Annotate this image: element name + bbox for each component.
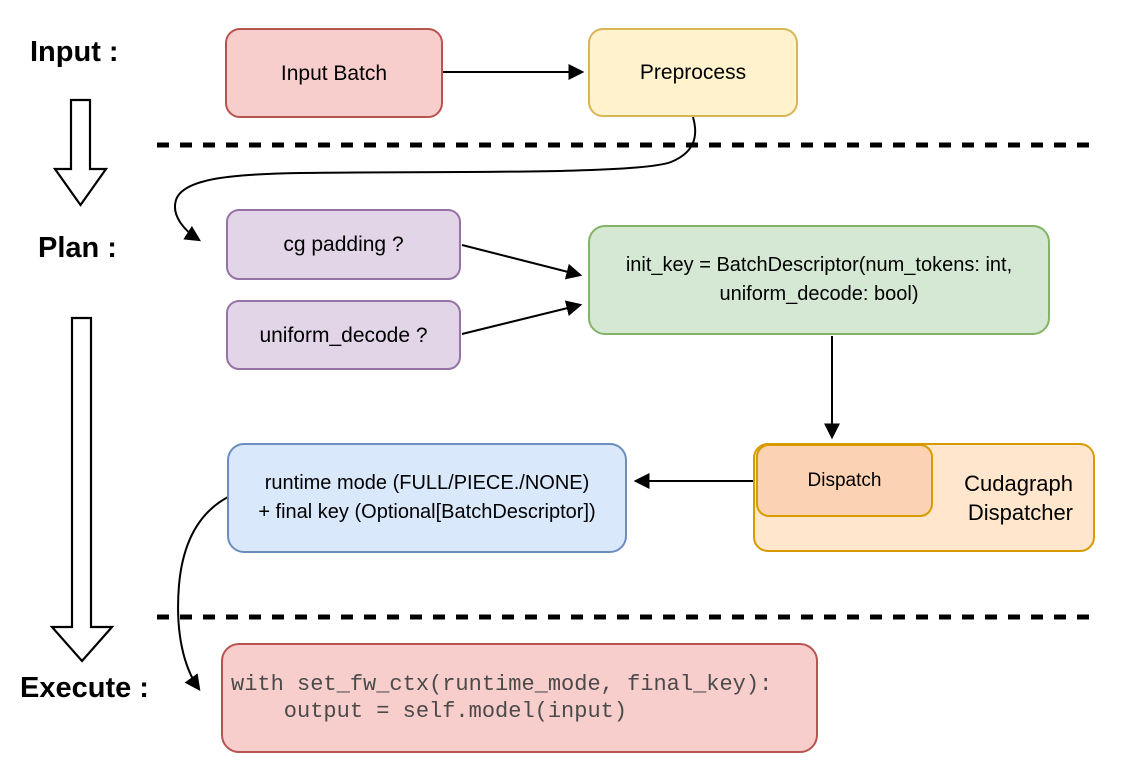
node-runtime-mode-line1: runtime mode (FULL/PIECE./NONE): [264, 472, 590, 494]
node-uniform-decode-label: uniform_decode ?: [259, 323, 428, 347]
node-runtime-mode-line2: + final key (Optional[BatchDescriptor]): [258, 501, 596, 523]
arrow-preprocess-to-cgpadding: [173, 116, 697, 242]
node-input-batch: Input Batch: [225, 28, 443, 118]
stage-arrow-plan-to-execute: [49, 316, 115, 663]
node-preprocess: Preprocess: [588, 28, 798, 117]
node-input-batch-label: Input Batch: [280, 61, 388, 85]
stage-arrow-input-to-plan: [52, 98, 109, 207]
arrow-runtimemode-to-executecode: [177, 496, 229, 691]
arrow-cgpadding-to-initkey: [461, 244, 583, 280]
node-dispatch: Dispatch: [756, 444, 933, 517]
node-execute-code: with set_fw_ctx(runtime_mode, final_key)…: [221, 643, 818, 753]
stage-label-execute: Execute :: [20, 672, 149, 704]
node-cg-padding: cg padding ?: [226, 209, 461, 280]
node-uniform-decode: uniform_decode ?: [226, 300, 461, 370]
arrow-uniformdecode-to-initkey: [461, 300, 583, 335]
node-cg-padding-label: cg padding ?: [283, 233, 404, 256]
node-init-key-line2: uniform_decode: bool): [719, 283, 919, 305]
node-preprocess-label: Preprocess: [639, 61, 747, 84]
node-init-key: init_key = BatchDescriptor(num_tokens: i…: [588, 225, 1050, 335]
node-cudagraph-line2: Dispatcher: [967, 499, 1073, 525]
node-dispatch-label: Dispatch: [807, 470, 882, 491]
node-execute-code-line1: with set_fw_ctx(runtime_mode, final_key)…: [231, 672, 773, 697]
stage-label-input: Input :: [30, 36, 119, 68]
node-cudagraph-line1: Cudagraph: [964, 470, 1073, 496]
stage-label-plan: Plan :: [38, 232, 117, 264]
node-execute-code-line2: output = self.model(input): [231, 699, 628, 724]
node-runtime-mode: runtime mode (FULL/PIECE./NONE) + final …: [227, 443, 627, 553]
node-init-key-line1: init_key = BatchDescriptor(num_tokens: i…: [625, 254, 1013, 276]
